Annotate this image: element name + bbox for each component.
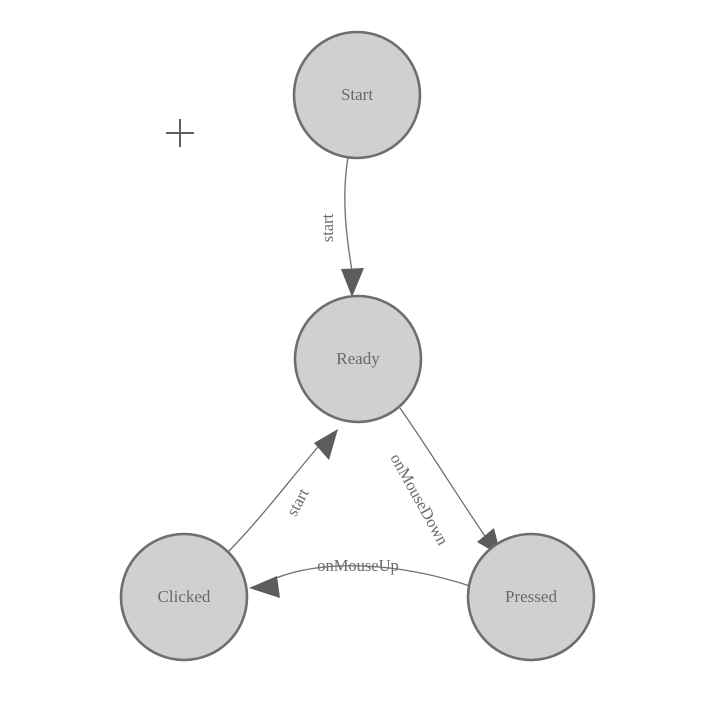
node-pressed-label: Pressed	[505, 587, 557, 606]
edge-start-to-ready-path	[344, 156, 353, 272]
node-ready[interactable]: Ready	[293, 294, 423, 424]
edge-pressed-to-clicked-path	[275, 565, 471, 587]
edge-label-ready-to-pressed: onMouseDown	[387, 450, 453, 548]
edge-pressed-to-clicked-arrowhead	[249, 576, 280, 598]
node-start-label: Start	[341, 85, 373, 104]
edge-ready-to-pressed-path	[399, 407, 488, 540]
edge-clicked-to-ready-arrowhead	[314, 429, 338, 460]
node-start-circle[interactable]	[292, 30, 422, 160]
crosshair-icon	[166, 119, 194, 147]
node-pressed-circle[interactable]	[466, 532, 596, 662]
edge-start-to-ready[interactable]: start	[318, 156, 364, 297]
node-ready-circle[interactable]	[293, 294, 423, 424]
node-start[interactable]: Start	[292, 30, 422, 160]
edge-label-pressed-to-clicked: onMouseUp	[317, 556, 399, 575]
edge-ready-to-pressed[interactable]: onMouseDown	[387, 407, 501, 556]
edge-label-start-to-ready: start	[318, 213, 337, 242]
node-clicked[interactable]: Clicked	[119, 532, 249, 662]
node-clicked-circle[interactable]	[119, 532, 249, 662]
edge-label-clicked-to-ready: start	[282, 485, 312, 519]
edge-clicked-to-ready-path	[227, 446, 319, 553]
node-ready-label: Ready	[336, 349, 380, 368]
edge-clicked-to-ready[interactable]: start	[227, 429, 338, 553]
edge-pressed-to-clicked[interactable]: onMouseUp	[249, 556, 471, 598]
node-pressed[interactable]: Pressed	[466, 532, 596, 662]
edge-start-to-ready-arrowhead	[341, 268, 364, 297]
node-clicked-label: Clicked	[158, 587, 211, 606]
